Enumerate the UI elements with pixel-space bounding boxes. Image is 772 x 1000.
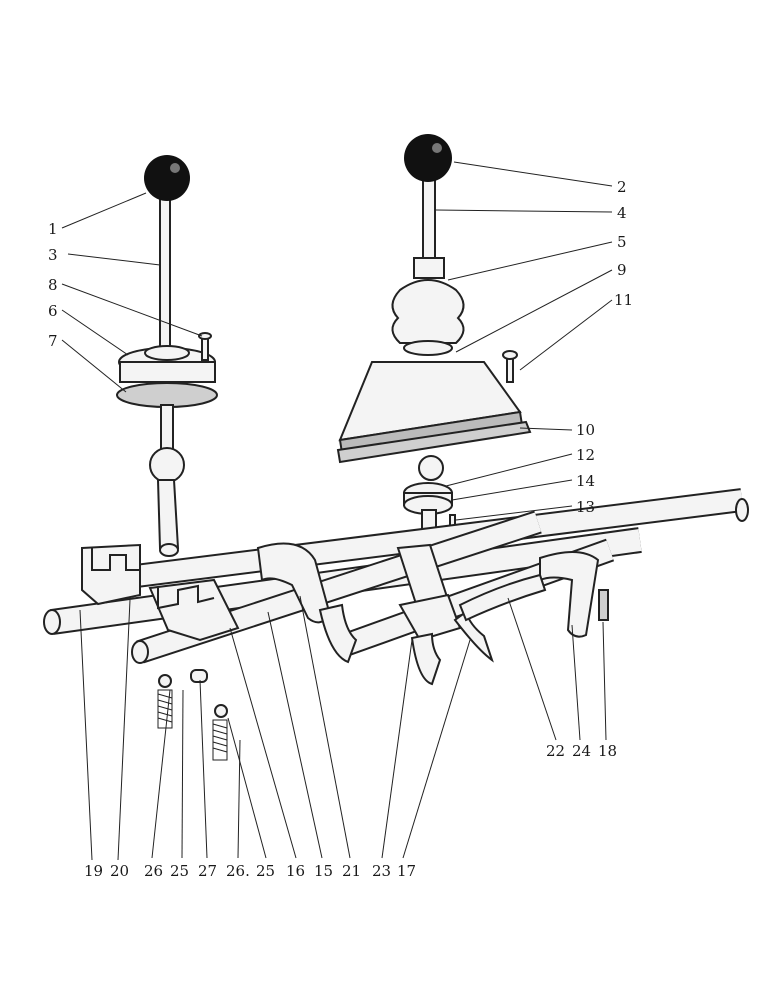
callout-6: 6: [48, 302, 58, 320]
left-lever-tip-end: [159, 543, 179, 557]
callout-1: 1: [48, 220, 58, 238]
left-lever-knob: [144, 155, 190, 201]
forks-and-blocks: [81, 542, 609, 686]
rear-selector-rod-fill: [118, 490, 744, 588]
callout-4: 4: [617, 204, 627, 222]
callout-5: 5: [617, 233, 627, 251]
middle-selector-jaw: [157, 584, 215, 610]
bottom-callout-17: 17: [397, 862, 416, 880]
callout-labels: 1 3 8 6 7 2 4 5 9 11 10 12 14 13 22 24 1…: [48, 178, 633, 880]
bottom-callout-23: 23: [372, 862, 391, 880]
bottom-callout-26a: 26: [144, 862, 163, 880]
callout-11: 11: [614, 291, 633, 309]
plunger: [190, 669, 208, 683]
detent-spring-left: [157, 689, 173, 729]
rear-fork: [256, 542, 332, 624]
spring-coils-left: [157, 693, 173, 723]
callout-7: 7: [48, 332, 58, 350]
bottom-callout-20: 20: [110, 862, 129, 880]
left-lever-tip: [156, 479, 180, 549]
callout-13: 13: [576, 498, 595, 516]
right-rubber-boot: [391, 279, 465, 344]
right-lever-assembly: [336, 134, 532, 562]
bottom-callout-19: 19: [84, 862, 103, 880]
front-selector-jaw: [91, 548, 140, 571]
callout-2: 2: [617, 178, 627, 196]
middle-selector-block: [148, 578, 240, 642]
callout-12: 12: [576, 446, 595, 464]
bottom-callout-26b: 26.: [226, 862, 250, 880]
callout-8: 8: [48, 276, 58, 294]
right-lever-shaft: [422, 174, 436, 261]
callout-10: 10: [576, 421, 595, 439]
left-lever-ball: [149, 447, 185, 483]
right-lever-ball: [418, 455, 444, 481]
bottom-callout-25b: 25: [256, 862, 275, 880]
leader-lines: [61, 161, 613, 861]
bottom-callout-27: 27: [198, 862, 217, 880]
detent-ball-left: [158, 674, 172, 688]
bottom-callout-15: 15: [314, 862, 333, 880]
callout-3: 3: [48, 246, 58, 264]
right-lever-knob: [404, 134, 452, 182]
roll-pin: [598, 589, 609, 621]
detent-parts: [157, 669, 228, 761]
left-flange-body: [119, 361, 216, 383]
left-bolt-head: [198, 332, 212, 340]
selector-rods: [43, 488, 749, 664]
callout-18: 18: [598, 742, 617, 760]
left-gasket: [116, 382, 218, 408]
callout-24: 24: [572, 742, 591, 760]
left-lever-shaft: [159, 194, 171, 361]
right-connector-shaft: [458, 573, 547, 622]
right-fork: [539, 551, 600, 638]
rear-rod-end: [735, 498, 749, 522]
lower-fork-prong-left: [410, 632, 442, 686]
callout-9: 9: [617, 261, 627, 279]
detent-ball-right: [214, 704, 228, 718]
bottom-callout-16: 16: [286, 862, 305, 880]
right-gasket: [336, 420, 532, 464]
bottom-callout-25a: 25: [170, 862, 189, 880]
front-selector-block: [81, 543, 141, 606]
center-fork-left-prong: [318, 603, 358, 664]
lower-fork-prong-right: [453, 610, 494, 663]
left-lever-assembly: [116, 155, 218, 557]
spring-coils-right: [212, 723, 228, 753]
right-boot-base: [403, 340, 453, 356]
front-rod-end: [43, 609, 61, 635]
middle-rod-end: [131, 640, 149, 664]
callout-14: 14: [576, 472, 595, 490]
bottom-callout-21: 21: [342, 862, 361, 880]
callout-22: 22: [546, 742, 565, 760]
left-knob-highlight: [170, 163, 180, 173]
right-lever-collar: [413, 257, 445, 279]
right-bolt-head: [502, 350, 518, 360]
right-knob-highlight: [432, 143, 442, 153]
left-flange-top: [144, 345, 190, 361]
left-lever-lower-shaft: [160, 404, 174, 451]
